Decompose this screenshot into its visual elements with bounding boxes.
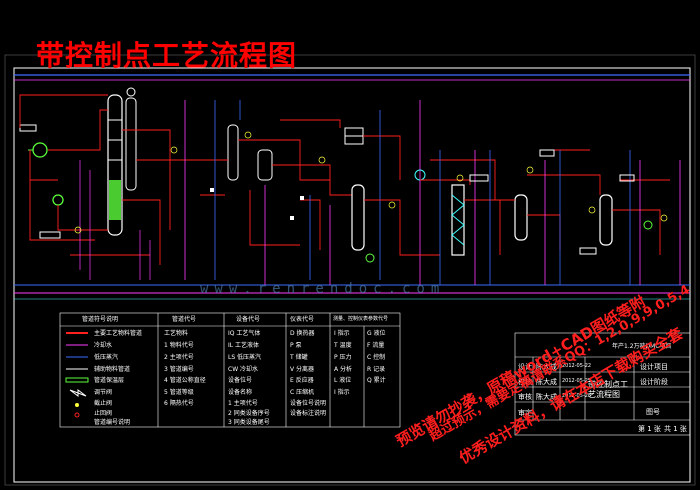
legend-cell: C 压缩机 [290,389,315,396]
name-design: 陈大成 [536,363,557,371]
legend-cell: 辅助物料管道 [94,366,131,373]
right-magenta-lines [474,150,681,285]
heat-exchanger-box [344,127,364,145]
legend-cell: T 温度 [334,342,352,349]
absorber-column [107,94,123,236]
legend-cell: 主要工艺物料管道 [94,330,143,337]
distillation-column-4 [514,194,528,241]
legend-cell: 设备位号说明 [290,400,327,407]
legend-grid [59,312,401,428]
site-watermark: www.renrendoc.com [200,281,446,297]
legend-cell: L 液位 [334,377,352,384]
feed-vessel [28,142,48,158]
distillation-column-5 [599,194,653,246]
legend-cell: 设备位号 [228,377,253,384]
legend-cell: 设备标注说明 [290,410,327,417]
role-check: 校核 [518,378,532,386]
left-process-lines [19,94,190,265]
left-reactor [125,87,137,191]
legend-cell: Q 累计 [367,377,386,384]
legend-cell: 2 主项代号 [164,354,194,361]
legend-cell: 5 管道等级 [164,389,194,396]
legend-cell: LS 低压蒸汽 [228,354,262,361]
legend-header-pipe-symbol: 管道符号说明 [82,316,119,323]
legend-cell: P 泵 [290,342,302,349]
right-blue-lines [439,150,631,285]
project-name: 年产1.2万吨DMC项目 [612,343,672,350]
legend-cell: 冷却水 [94,342,113,349]
middle-blue-lines [214,100,381,280]
legend-cell: 管道编号说明 [94,419,131,426]
legend-cell: T 储罐 [290,354,308,361]
sheet-total: 共 1 张 [664,425,687,433]
right-exchangers [469,149,635,255]
legend-cell: 4 管道公称直径 [164,377,206,384]
drawing-no-label: 图号 [646,408,660,416]
date-design: 2012-05-22 [562,363,592,369]
feed-pump [52,194,64,206]
legend-cell: F 流量 [367,342,385,349]
legend-header-control-params: 测量、控制仪表参数代号 [333,316,389,322]
role-review: 审核 [518,393,532,401]
legend-line-samples [65,332,89,418]
design-stage-label: 设计阶段 [640,378,668,386]
drawing-title-cell: 带控制点工艺流程图 [588,380,628,399]
distillation-column-2 [351,184,375,263]
legend-cell: D 换热器 [290,330,315,337]
name-check: 陈大成 [536,378,557,386]
left-exchanger [19,124,61,239]
legend-cell: 3 同类设备尾号 [228,419,270,426]
legend-cell: C 控制 [367,354,386,361]
legend-cell: G 液位 [367,330,386,337]
middle-column-1 [227,124,239,181]
legend-cell: 调节阀 [94,389,113,396]
legend-cell: 设备名称 [228,389,253,396]
date-check: 2012-05-25 [562,378,592,384]
legend-header-instrument-code: 仪表代号 [290,316,315,323]
legend-cell: CW 冷却水 [228,366,259,373]
legend-cell: R 记录 [367,366,386,373]
legend-cell: V 分离器 [290,366,315,373]
legend-cell: P 压力 [334,354,352,361]
legend-cell: 低压蒸汽 [94,354,119,361]
legend-cell: 止回阀 [94,410,113,417]
legend-cell: 1 主项代号 [228,400,258,407]
left-aux-lines [79,160,151,280]
legend-cell: 1 物料代号 [164,342,194,349]
legend-cell: IL 工艺液体 [228,342,260,349]
instrument-bubbles [74,131,668,234]
legend-header-pipe-code: 管道代号 [172,316,197,323]
legend-cell: 2 同类设备序号 [228,410,270,417]
drawing-title: 带控制点工艺流程图 [36,39,298,72]
legend-cell: IQ 工艺气体 [228,330,261,337]
legend-cell: 6 隔热代号 [164,400,194,407]
distillation-column-3 [414,169,465,256]
outer-sheet-border [4,54,696,486]
sheet-number: 第 1 张 [638,425,661,433]
design-project-label: 设计项目 [640,363,668,371]
legend-header-equipment-code: 设备代号 [236,316,261,323]
legend-cell: E 反应器 [290,377,314,384]
legend-cell: 截止阀 [94,400,113,407]
role-design: 设计 [518,363,532,371]
legend-cell: I 指示 [334,330,350,337]
legend-cell: A 分析 [334,366,353,373]
legend-cell: 3 管道编号 [164,366,194,373]
legend-cell: 工艺物料 [164,330,189,337]
legend-cell: I 指示 [334,389,350,396]
name-review: 陈大成 [536,393,557,401]
middle-tank [257,149,273,181]
middle-magenta-lines [184,100,421,285]
date-review: 2012-05-28 [562,393,592,399]
middle-process-lines [190,119,401,250]
title-block-grid [514,332,691,436]
role-approve: 审定 [518,409,532,417]
drawing-frame [13,67,691,483]
middle-valves [210,188,304,220]
legend-cell: 管道保温层 [94,377,125,384]
